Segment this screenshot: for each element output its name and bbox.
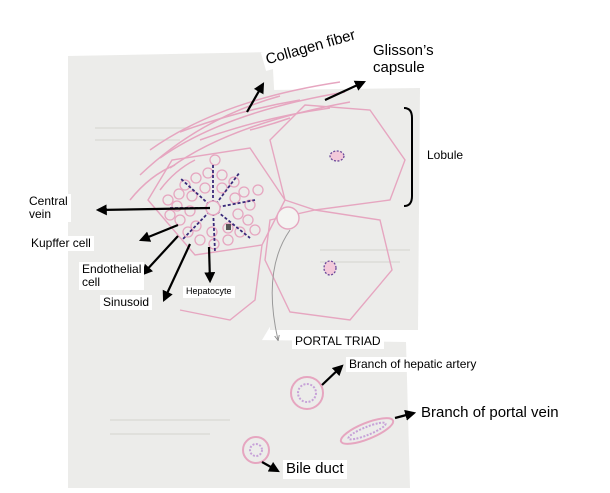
lobule-vein-2 [323, 260, 337, 276]
lobule-bracket [403, 107, 413, 207]
label-sinusoid: Sinusoid [100, 295, 153, 311]
lobule-outlines [147, 104, 406, 321]
label-portal-triad: PORTAL TRIAD [292, 334, 384, 350]
hepatic-artery-drawing [290, 376, 324, 410]
paper-bottom [256, 340, 410, 488]
paper-right [270, 88, 420, 330]
bile-duct-drawing [242, 436, 270, 464]
label-portal-vein: Branch of portal vein [418, 404, 562, 423]
lobule-vein-1 [329, 150, 345, 162]
triad-connector [271, 229, 291, 340]
kupffer-mark [226, 224, 231, 230]
label-glissons-capsule: Glisson’s capsule [370, 42, 437, 77]
label-hepatocyte: Hepatocyte [183, 286, 235, 298]
label-endothelial-cell: Endothelial cell [79, 262, 145, 291]
label-bile-duct: Bile duct [283, 460, 347, 479]
faint-text [95, 127, 410, 435]
label-central-vein: Central vein [26, 194, 71, 223]
vessel-circle [276, 206, 300, 230]
label-hepatic-artery: Branch of hepatic artery [346, 357, 480, 373]
label-arrows [95, 80, 417, 473]
portal-vein-drawing [339, 417, 395, 445]
label-lobule: Lobule [424, 148, 467, 164]
label-kupffer-cell: Kupffer cell [28, 236, 94, 252]
